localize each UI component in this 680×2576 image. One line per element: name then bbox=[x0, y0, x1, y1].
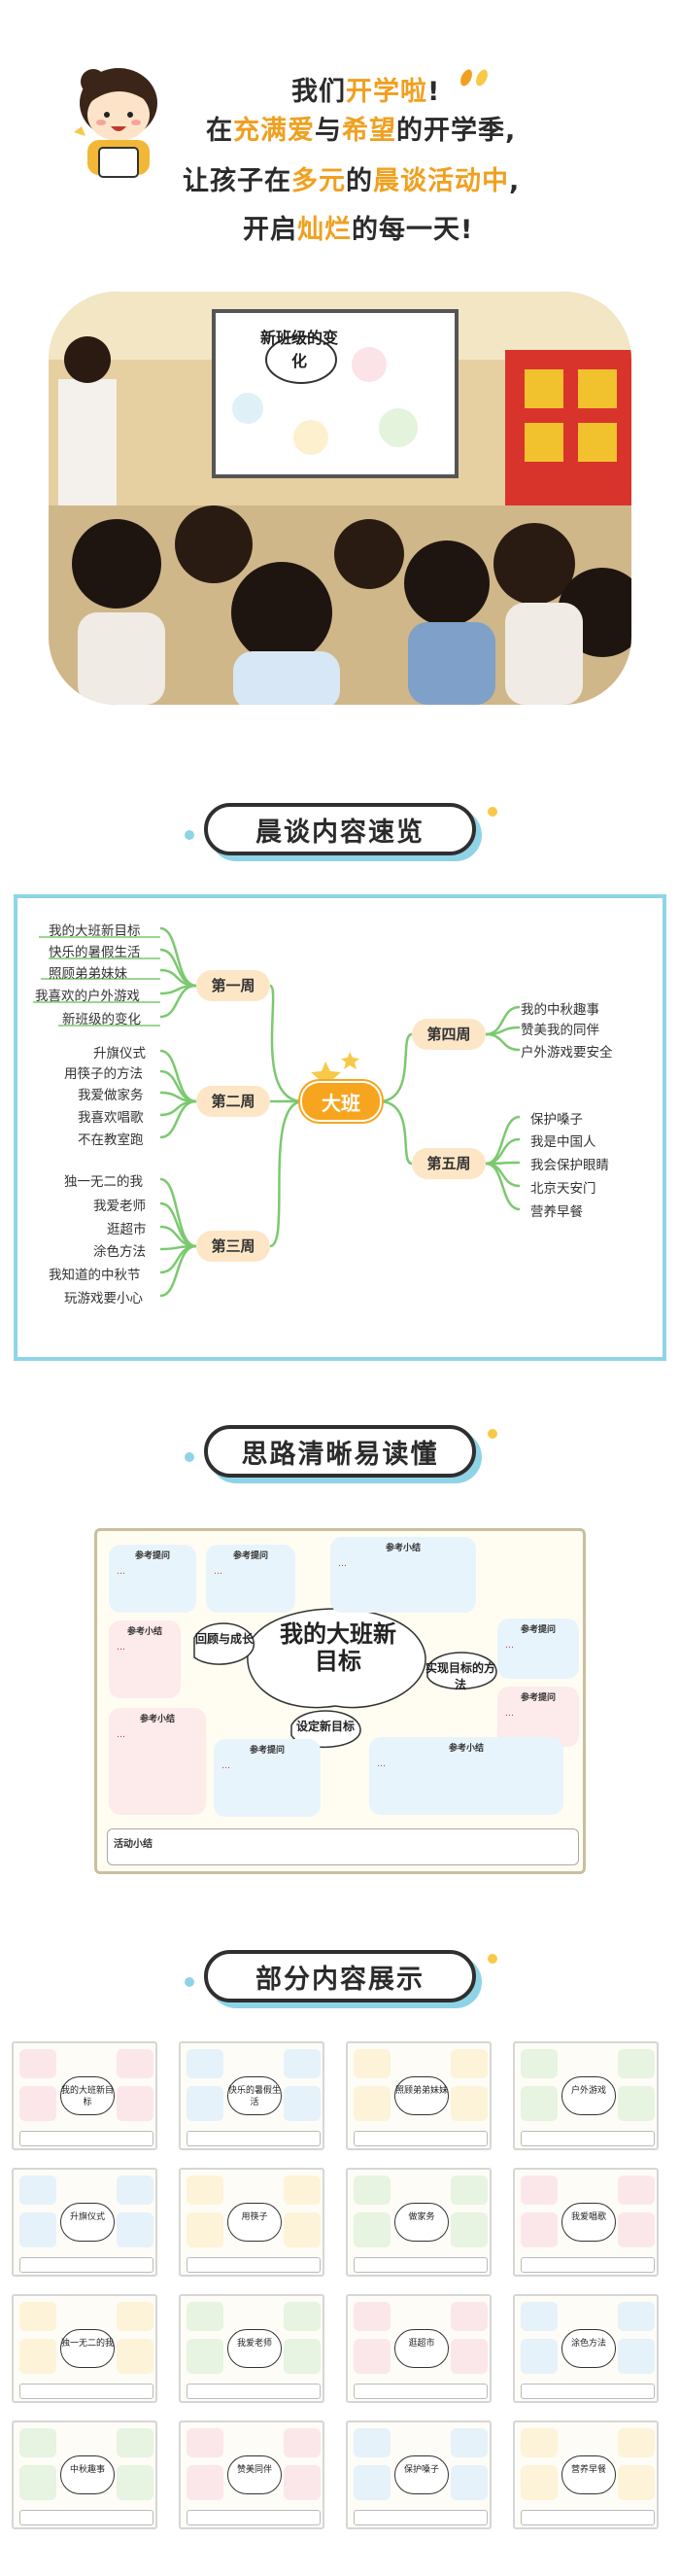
thumbnail-title: 中秋趣事 bbox=[60, 2455, 115, 2494]
section-banner-clear: 思路清晰易读懂 bbox=[185, 1419, 497, 1479]
thumbnail-card: 户外游戏 bbox=[513, 2041, 659, 2150]
week5-item: 北京天安门 bbox=[530, 1181, 596, 1197]
sparkle-icon bbox=[457, 64, 495, 93]
thumbnail-card: 涂色方法 bbox=[513, 2294, 659, 2403]
poster-question-box: 参考提问… bbox=[109, 1545, 196, 1613]
poster-tip-box: 参考小结… bbox=[109, 1620, 181, 1698]
thumbnail-card: 赞美同伴 bbox=[179, 2420, 324, 2529]
header-line-2: 在充满爱与希望的开学季, bbox=[206, 116, 517, 146]
poster-branch: 回顾与成长 bbox=[194, 1632, 254, 1646]
week5-item: 我会保护眼睛 bbox=[530, 1158, 609, 1173]
week5-item: 营养早餐 bbox=[530, 1204, 583, 1220]
thumbnail-card: 快乐的暑假生活 bbox=[179, 2041, 324, 2150]
classroom-photo: 新班级的变化 bbox=[49, 292, 631, 705]
week1-item: 新班级的变化 bbox=[62, 1012, 141, 1027]
week2-item: 我爱做家务 bbox=[78, 1088, 144, 1103]
thumbnail-card: 做家务 bbox=[346, 2168, 492, 2277]
thumbnail-card: 我的大班新目标 bbox=[12, 2041, 157, 2150]
week3-item: 玩游戏要小心 bbox=[64, 1291, 143, 1306]
header-line-1: 我们开学啦! bbox=[291, 77, 441, 107]
mindmap-frame bbox=[14, 894, 666, 1361]
week3-item: 逛超市 bbox=[107, 1222, 147, 1237]
poster-tip-box: 参考小结… bbox=[109, 1708, 206, 1815]
thumbnail-card: 照顾弟弟妹妹 bbox=[346, 2041, 492, 2150]
week1-item: 我的大班新目标 bbox=[49, 923, 141, 939]
thumbnail-card: 营养早餐 bbox=[513, 2420, 659, 2529]
thumbnail-card: 用筷子 bbox=[179, 2168, 324, 2277]
thumbnail-card: 独一无二的我 bbox=[12, 2294, 157, 2403]
poster-question-box: 参考提问… bbox=[206, 1545, 295, 1613]
thumbnail-title: 我的大班新目标 bbox=[60, 2076, 115, 2115]
thumbnail-title: 户外游戏 bbox=[561, 2076, 616, 2115]
thumbnail-card: 我爱老师 bbox=[179, 2294, 324, 2403]
week1-item: 我喜欢的户外游戏 bbox=[35, 989, 140, 1004]
thumbnail-title: 逛超市 bbox=[394, 2329, 449, 2368]
thumbnail-title: 独一无二的我 bbox=[60, 2329, 115, 2368]
poster-branch: 实现目标的方法 bbox=[425, 1661, 495, 1691]
thumbnail-title: 做家务 bbox=[394, 2203, 449, 2242]
board-title: 新班级的变化 bbox=[260, 329, 339, 370]
week3-item: 我知道的中秋节 bbox=[49, 1268, 141, 1283]
thumbnail-card: 中秋趣事 bbox=[12, 2420, 157, 2529]
week4-item: 我的中秋趣事 bbox=[521, 1002, 599, 1018]
week-node-1: 第一周 bbox=[196, 970, 270, 1001]
week3-item: 我爱老师 bbox=[93, 1199, 146, 1214]
week3-item: 独一无二的我 bbox=[64, 1174, 143, 1190]
thumbnail-title: 我爱唱歌 bbox=[561, 2203, 616, 2242]
week2-item: 我喜欢唱歌 bbox=[78, 1110, 144, 1126]
week1-item: 照顾弟弟妹妹 bbox=[49, 966, 127, 982]
header-line-3: 让孩子在多元的晨谈活动中, bbox=[183, 166, 521, 196]
week5-item: 保护嗓子 bbox=[530, 1112, 583, 1128]
week2-item: 用筷子的方法 bbox=[64, 1066, 143, 1082]
girl-mascot-illustration bbox=[60, 58, 177, 185]
week-node-4: 第四周 bbox=[412, 1019, 486, 1050]
thumbnail-title: 涂色方法 bbox=[561, 2329, 616, 2368]
thumbnail-title: 我爱老师 bbox=[227, 2329, 282, 2368]
mindmap-center-node: 大班 bbox=[300, 1081, 382, 1122]
section-banner-showcase: 部分内容展示 bbox=[185, 1944, 497, 2004]
header-line-4: 开启灿烂的每一天! bbox=[243, 215, 474, 245]
week2-item: 升旗仪式 bbox=[93, 1046, 146, 1062]
week1-item: 快乐的暑假生活 bbox=[49, 945, 141, 960]
poster-tip-box: 参考小结… bbox=[369, 1737, 563, 1815]
poster-question-box: 参考提问… bbox=[497, 1687, 579, 1747]
section-banner-overview: 晨谈内容速览 bbox=[185, 797, 497, 857]
thumbnail-card: 升旗仪式 bbox=[12, 2168, 157, 2277]
poster-title: 我的大班新目标 bbox=[280, 1620, 396, 1675]
poster-question-box: 参考提问… bbox=[214, 1739, 321, 1817]
poster-branch: 设定新目标 bbox=[295, 1720, 355, 1733]
week4-item: 户外游戏要安全 bbox=[521, 1045, 613, 1061]
thumbnail-title: 用筷子 bbox=[227, 2203, 282, 2242]
thumbnail-title: 快乐的暑假生活 bbox=[227, 2076, 282, 2115]
week-node-5: 第五周 bbox=[412, 1148, 486, 1179]
sample-poster: 我的大班新目标 回顾与成长 设定新目标 实现目标的方法 参考提问… 参考提问… … bbox=[94, 1528, 586, 1874]
poster-tip-box: 参考小结… bbox=[330, 1537, 476, 1613]
week2-item: 不在教室跑 bbox=[78, 1132, 144, 1148]
thumbnail-title: 营养早餐 bbox=[561, 2455, 616, 2494]
poster-footer: 活动小结 bbox=[107, 1828, 579, 1865]
thumbnail-title: 赞美同伴 bbox=[227, 2455, 282, 2494]
thumbnail-card: 保护嗓子 bbox=[346, 2420, 492, 2529]
thumbnail-card: 逛超市 bbox=[346, 2294, 492, 2403]
week-node-3: 第三周 bbox=[196, 1231, 270, 1262]
week-node-2: 第二周 bbox=[196, 1086, 270, 1117]
thumbnail-card: 我爱唱歌 bbox=[513, 2168, 659, 2277]
week3-item: 涂色方法 bbox=[93, 1244, 146, 1260]
week4-item: 赞美我的同伴 bbox=[521, 1023, 599, 1038]
thumbnail-title: 保护嗓子 bbox=[394, 2455, 449, 2494]
mindmap-connectors bbox=[33, 926, 521, 1298]
thumbnail-title: 升旗仪式 bbox=[60, 2203, 115, 2242]
poster-question-box: 参考提问… bbox=[497, 1619, 579, 1679]
week5-item: 我是中国人 bbox=[530, 1134, 596, 1150]
thumbnail-title: 照顾弟弟妹妹 bbox=[394, 2076, 449, 2115]
